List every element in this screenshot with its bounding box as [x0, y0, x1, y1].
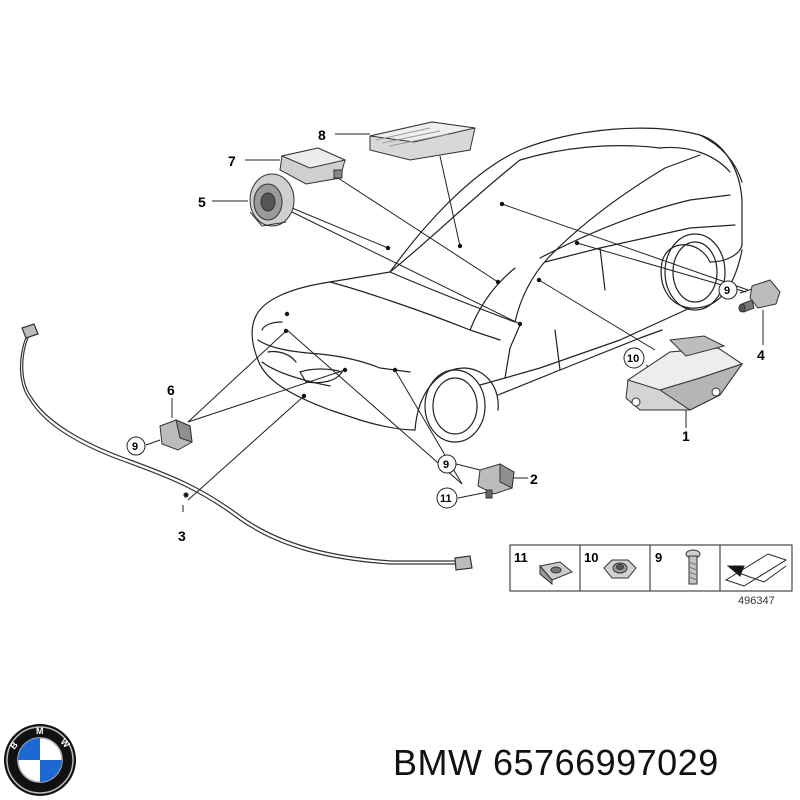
- callout-4: 4: [757, 347, 765, 363]
- footer-brand: BMW: [393, 742, 483, 783]
- circled-callouts: [126, 280, 738, 509]
- circled-callout-text: 9 10 9 9 11: [132, 285, 730, 505]
- part-7-module: [279, 147, 347, 185]
- callout-3: 3: [178, 528, 186, 544]
- callout-5: 5: [198, 194, 206, 210]
- clip-nut-icon: [539, 561, 573, 586]
- leader-lines: [145, 133, 764, 512]
- callout-6: 6: [167, 382, 175, 398]
- part-2-sensor: [477, 463, 515, 499]
- part-4-sensor: [738, 279, 781, 313]
- reference-number: 496347: [738, 595, 775, 607]
- callout-9-right: 9: [724, 285, 730, 297]
- part-3-cable: [19, 323, 473, 571]
- screw-icon: [685, 549, 701, 585]
- leader-dots: [283, 201, 580, 399]
- callout-labels: 8 7 5 6 1 2 3 4: [167, 127, 765, 544]
- callout-7: 7: [228, 153, 236, 169]
- bmw-logo: B M W: [4, 724, 76, 796]
- callout-9-center: 9: [443, 459, 449, 471]
- legend-label-10: 10: [584, 550, 598, 565]
- callout-2: 2: [530, 471, 538, 487]
- hex-nut-icon: [603, 559, 637, 579]
- legend-label-9: 9: [655, 550, 662, 565]
- part-6-sensor: [159, 419, 193, 451]
- footer-part-number: 65766997029: [493, 742, 719, 783]
- footer-caption: BMW 65766997029: [393, 742, 719, 784]
- legend-box: 11 10 9 496347: [509, 544, 793, 607]
- callout-11: 11: [440, 493, 452, 505]
- logo-letter-b: B: [8, 739, 20, 751]
- legend-label-11: 11: [514, 550, 528, 565]
- direction-arrow-icon: [724, 553, 788, 587]
- callout-10: 10: [627, 353, 639, 365]
- logo-letter-m: M: [36, 726, 44, 736]
- callout-8: 8: [318, 127, 326, 143]
- car-outline: [251, 127, 743, 443]
- callout-1: 1: [682, 428, 690, 444]
- part-1-airbag-control-unit: [625, 335, 744, 411]
- callout-9-left: 9: [132, 441, 138, 453]
- part-8-control-unit: [369, 121, 476, 161]
- part-5-sensor: [249, 173, 295, 227]
